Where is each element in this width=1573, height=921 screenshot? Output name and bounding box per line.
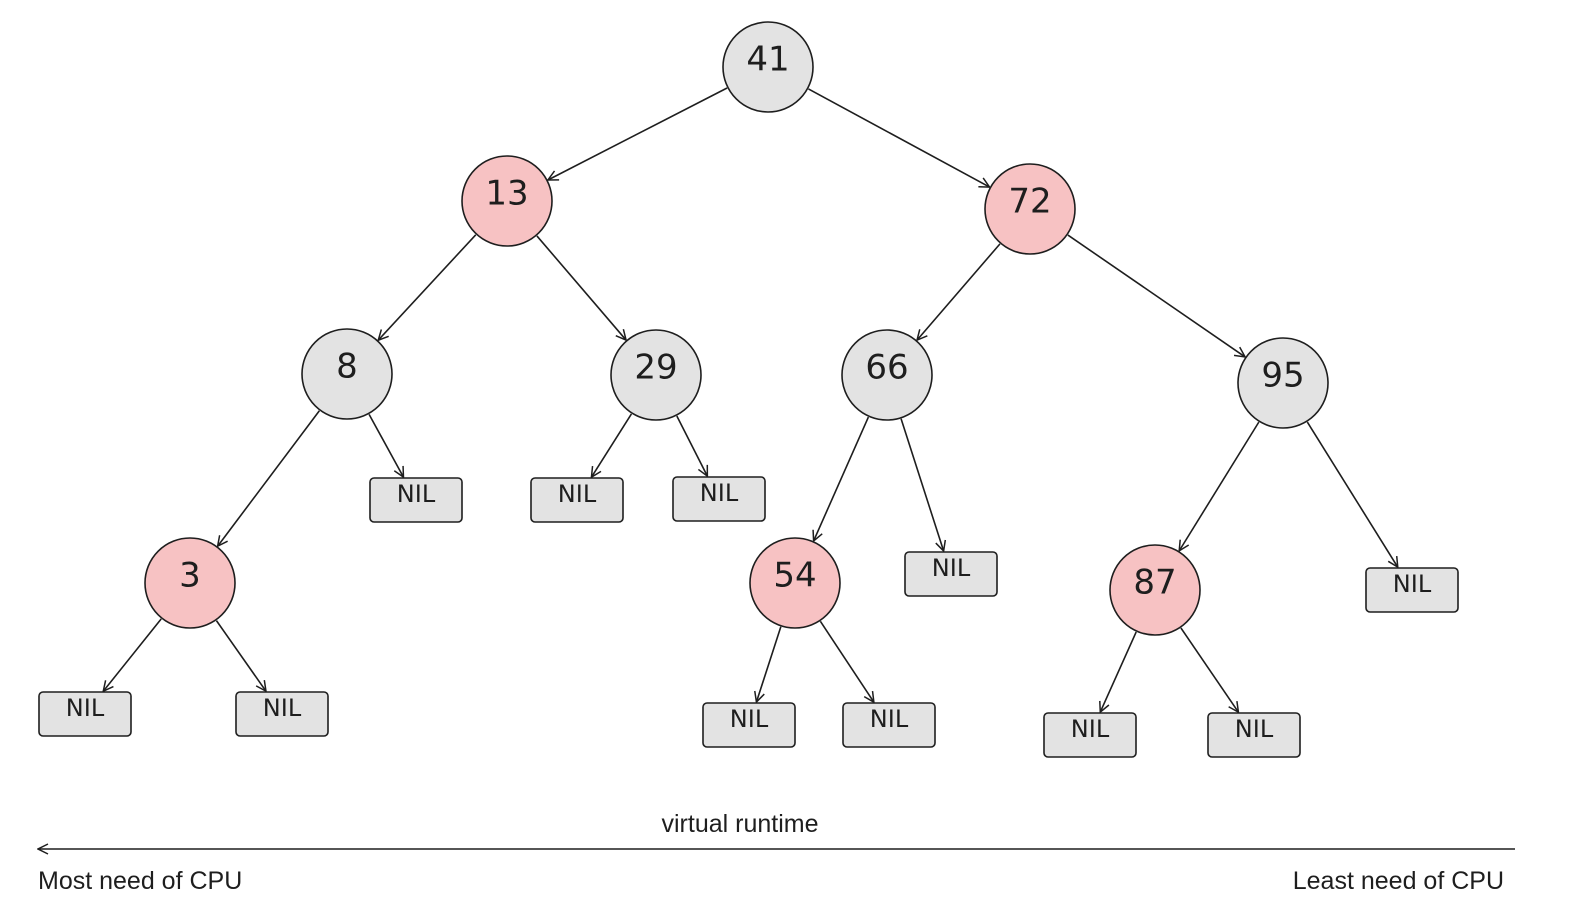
nil-label: NIL: [730, 705, 769, 733]
node-circle: [461, 155, 553, 247]
edge-n66-to-n54: [814, 416, 870, 541]
edge-n72-to-n66: [917, 243, 1001, 340]
nil-leaf: NIL: [235, 691, 329, 737]
black-node-8: 8: [301, 328, 393, 420]
tree-edges: [103, 87, 1398, 712]
edge-n29-to-nil3: [676, 415, 708, 476]
node-circle: [1237, 337, 1329, 429]
edge-n54-to-nil8: [756, 626, 782, 702]
nil-leaf: NIL: [1207, 712, 1301, 758]
nil-box: [530, 477, 624, 523]
edge-n95-to-n87: [1179, 421, 1260, 551]
black-node-29: 29: [610, 329, 702, 421]
nil-box: [1207, 712, 1301, 758]
node-circle: [841, 329, 933, 421]
nil-box: [1365, 567, 1459, 613]
nil-box: [904, 551, 998, 597]
node-circle: [722, 21, 814, 113]
nil-box: [672, 476, 766, 522]
axis-left-label: Most need of CPU: [38, 867, 242, 895]
node-value: 72: [1008, 182, 1051, 222]
nil-leaf: NIL: [904, 551, 998, 597]
edge-n72-to-n95: [1067, 234, 1245, 357]
node-value: 29: [634, 348, 677, 388]
nil-label: NIL: [1393, 570, 1432, 598]
node-circle: [301, 328, 393, 420]
edge-n95-to-nil5: [1306, 421, 1397, 567]
nil-label: NIL: [66, 694, 105, 722]
node-circle: [984, 163, 1076, 255]
black-node-95: 95: [1237, 337, 1329, 429]
nil-label: NIL: [700, 479, 739, 507]
nil-box: [369, 477, 463, 523]
edge-n13-to-n29: [536, 235, 626, 340]
black-node-41: 41: [722, 21, 814, 113]
nil-label: NIL: [558, 480, 597, 508]
nil-leaf: NIL: [842, 702, 936, 748]
nil-label: NIL: [870, 705, 909, 733]
virtual-runtime-axis: virtual runtime Most need of CPU Least n…: [38, 810, 1515, 895]
nil-box: [702, 702, 796, 748]
node-value: 41: [746, 40, 789, 80]
node-circle: [1109, 544, 1201, 636]
nil-leaf: NIL: [38, 691, 132, 737]
nil-label: NIL: [397, 480, 436, 508]
nil-leaf: NIL: [1365, 567, 1459, 613]
nil-leaf: NIL: [672, 476, 766, 522]
nil-leaf: NIL: [530, 477, 624, 523]
red-node-54: 54: [749, 537, 841, 629]
node-value: 66: [865, 348, 908, 388]
node-value: 3: [179, 556, 201, 596]
edge-n87-to-nil10: [1100, 631, 1137, 712]
node-circle: [610, 329, 702, 421]
edge-n66-to-nil4: [900, 418, 944, 551]
red-node-87: 87: [1109, 544, 1201, 636]
node-value: 13: [485, 174, 528, 214]
red-node-3: 3: [144, 537, 236, 629]
node-value: 87: [1133, 563, 1176, 603]
edge-n41-to-n13: [548, 87, 728, 180]
axis-title: virtual runtime: [662, 810, 819, 838]
edge-n8-to-n3: [218, 410, 321, 546]
nil-label: NIL: [932, 554, 971, 582]
nil-box: [235, 691, 329, 737]
nil-box: [842, 702, 936, 748]
red-node-13: 13: [461, 155, 553, 247]
edge-n54-to-nil9: [819, 620, 873, 702]
edge-n87-to-nil11: [1180, 627, 1238, 712]
nil-leaf: NIL: [1043, 712, 1137, 758]
nil-label: NIL: [1071, 715, 1110, 743]
edge-n41-to-n72: [808, 88, 989, 187]
red-node-72: 72: [984, 163, 1076, 255]
node-value: 54: [773, 556, 816, 596]
node-value: 95: [1261, 356, 1304, 396]
nil-leaf: NIL: [369, 477, 463, 523]
edge-n3-to-nil6: [103, 618, 162, 691]
node-circle: [144, 537, 236, 629]
nil-leaf: NIL: [702, 702, 796, 748]
edge-n13-to-n8: [378, 234, 477, 340]
edge-n3-to-nil7: [215, 620, 266, 692]
nil-box: [38, 691, 132, 737]
node-circle: [749, 537, 841, 629]
edge-n8-to-nil1: [368, 413, 403, 477]
nil-label: NIL: [263, 694, 302, 722]
black-node-66: 66: [841, 329, 933, 421]
node-value: 8: [336, 347, 358, 387]
edge-n29-to-nil2: [591, 413, 633, 477]
nil-box: [1043, 712, 1137, 758]
axis-right-label: Least need of CPU: [1293, 867, 1504, 895]
nil-label: NIL: [1235, 715, 1274, 743]
